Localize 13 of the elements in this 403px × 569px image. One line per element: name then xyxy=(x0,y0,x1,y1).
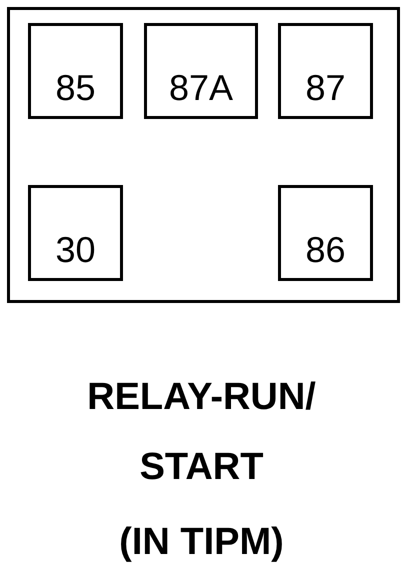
relay-outline xyxy=(7,7,400,303)
terminal-box xyxy=(28,185,123,281)
relay-caption: (IN TIPM) xyxy=(118,520,285,564)
terminal-number: 87A xyxy=(168,68,234,108)
relay-caption: RELAY-RUN/ START xyxy=(86,375,317,490)
terminal-box xyxy=(28,23,123,119)
terminal-number: 86 xyxy=(304,230,347,270)
terminal-number: 85 xyxy=(54,68,97,108)
terminal-box xyxy=(278,23,373,119)
terminal-number: 30 xyxy=(54,230,97,270)
terminal-box xyxy=(144,23,258,119)
terminal-box xyxy=(278,185,373,281)
terminal-number: 87 xyxy=(304,68,347,108)
